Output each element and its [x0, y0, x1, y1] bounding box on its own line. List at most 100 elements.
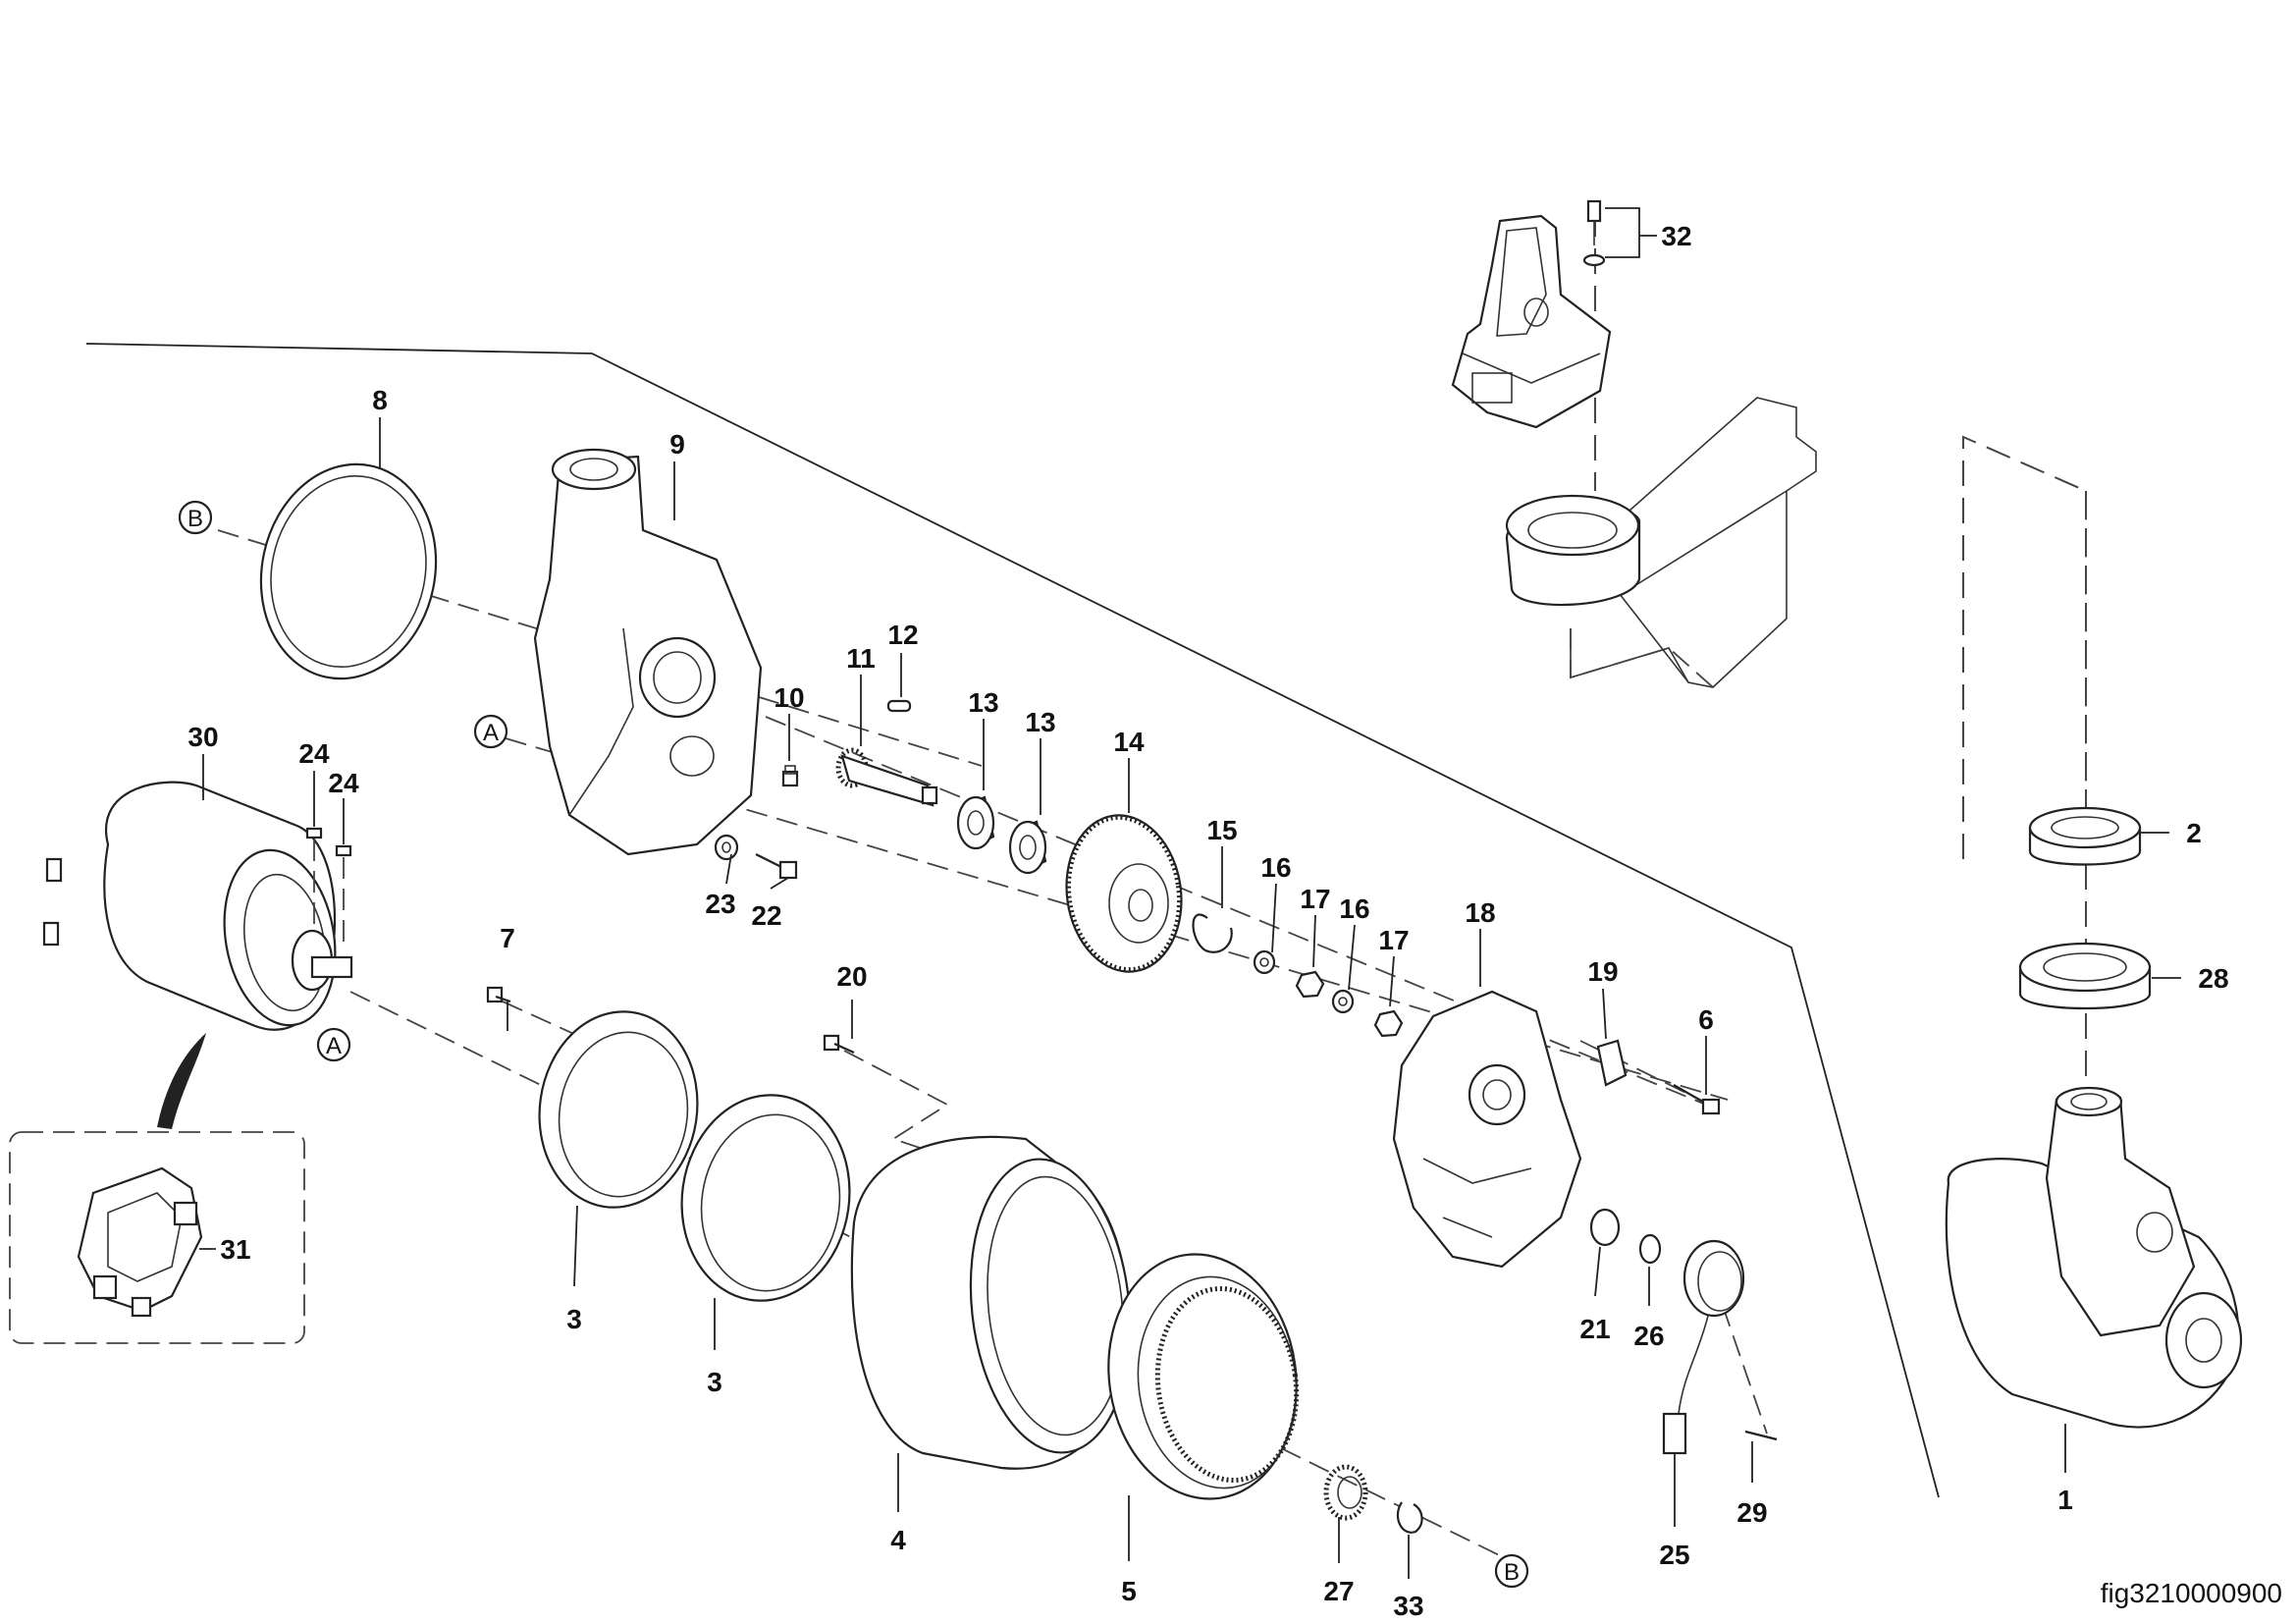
spacer-part-13b: [1008, 820, 1047, 875]
ring-part-26: [1638, 1233, 1662, 1265]
callout-9: 9: [669, 429, 685, 460]
callout-25: 25: [1659, 1540, 1689, 1570]
callout-24-second: 24: [328, 768, 359, 798]
nut-part-17b: [1373, 1009, 1404, 1038]
bolt-part-22: [755, 853, 798, 880]
gear-housing-part-9: [533, 448, 763, 856]
callout-33: 33: [1393, 1591, 1423, 1621]
retaining-ring-part-15: [1192, 913, 1233, 953]
callout-20: 20: [836, 961, 867, 992]
figure-id-label: fig3210000900: [2101, 1578, 2282, 1608]
drum-part-4: [850, 1135, 1132, 1470]
bearing-part-2: [2028, 806, 2142, 866]
mount-bracket-part: [1451, 214, 1612, 429]
screw-part-32: [1582, 199, 1606, 267]
callout-10: 10: [774, 682, 804, 713]
drive-unit-assembly-part-1: [1945, 1086, 2243, 1429]
callout-4: 4: [890, 1525, 906, 1555]
key-part-24b: [335, 844, 352, 857]
callout-32: 32: [1661, 221, 1691, 251]
seal-ring-part-3a: [538, 1010, 699, 1209]
mount-bracket-dash: [1962, 435, 2087, 859]
axis-shaft: [765, 716, 1719, 1110]
cover-plate-part-18: [1392, 990, 1582, 1269]
callout-31: 31: [220, 1234, 250, 1265]
callout-15: 15: [1206, 815, 1237, 845]
callout-8: 8: [372, 385, 388, 415]
callout-19: 19: [1587, 956, 1618, 987]
callout-17-second: 17: [1378, 925, 1409, 955]
callout-21: 21: [1579, 1314, 1610, 1344]
callout-3-second: 3: [707, 1367, 722, 1397]
callout-16-first: 16: [1260, 852, 1291, 883]
gear-part-14: [1065, 814, 1183, 973]
spacer-part-13a: [956, 795, 995, 850]
washer-part-16b: [1331, 989, 1355, 1014]
callout-14: 14: [1113, 727, 1145, 757]
callout-30: 30: [187, 722, 218, 752]
washer-part-16a-hole: [1259, 957, 1269, 967]
seal-ring-part-3b: [680, 1094, 851, 1302]
callout-5: 5: [1121, 1576, 1137, 1606]
bracket-part-19: [1596, 1039, 1628, 1087]
reference-mark-a-upper: A: [473, 714, 508, 749]
bolt-part-10: [781, 765, 799, 787]
washer-part-16a: [1253, 949, 1276, 975]
o-ring-part-21: [1589, 1208, 1621, 1247]
clip-part-33: [1396, 1501, 1423, 1534]
sensor-part-25: [1662, 1239, 1745, 1455]
callout-26: 26: [1633, 1321, 1664, 1351]
pinion-shaft-part-11: [835, 747, 938, 807]
frame-outline: [1570, 397, 1817, 688]
reference-mark-b-upper: B: [178, 500, 213, 535]
callout-13-second: 13: [1025, 707, 1055, 737]
screw-part-6: [1673, 1084, 1721, 1115]
section-boundary-line: [85, 343, 1940, 1498]
callout-13-first: 13: [968, 687, 998, 718]
reference-mark-b-lower: B: [1494, 1553, 1529, 1589]
detail-inset-box: [9, 1033, 305, 1344]
axis-sensor-29: [1722, 1305, 1768, 1435]
reference-mark-b-lower-label: B: [1504, 1559, 1520, 1586]
reference-mark-a-lower: A: [316, 1027, 351, 1062]
motor-part-30: [42, 781, 353, 1031]
reference-mark-a-upper-label: A: [483, 720, 499, 746]
callout-2: 2: [2186, 818, 2202, 848]
leader-lines: [199, 207, 2181, 1579]
inset-arrow-icon: [157, 1033, 206, 1129]
pin-part-20: [823, 1034, 855, 1055]
callout-16-second: 16: [1339, 893, 1369, 924]
callout-6: 6: [1698, 1004, 1714, 1035]
callout-labels: 1 2 3 3 4 5 6 7 8 9 10 11 12 13 13 14 15…: [187, 221, 2228, 1621]
washer-part-16b-hole: [1338, 997, 1348, 1006]
pin-part-29: [1744, 1430, 1778, 1441]
callout-22: 22: [751, 900, 781, 931]
nut-part-17a: [1295, 970, 1325, 999]
callout-11: 11: [846, 643, 876, 674]
collar-ring: [1505, 494, 1641, 607]
callout-12: 12: [887, 620, 918, 650]
callout-27: 27: [1323, 1576, 1354, 1606]
washer-part-23: [714, 834, 739, 861]
reference-mark-a-lower-label: A: [326, 1033, 342, 1059]
pin-part-7: [486, 986, 511, 1003]
washer-part-23-hole: [721, 841, 731, 853]
callout-1: 1: [2057, 1485, 2073, 1515]
callout-18: 18: [1465, 897, 1495, 928]
callout-29: 29: [1736, 1497, 1767, 1528]
callout-7: 7: [500, 923, 515, 953]
key-part-24a: [305, 827, 323, 839]
pinion-part-27: [1323, 1464, 1368, 1521]
callout-24-first: 24: [298, 738, 330, 769]
callout-17-first: 17: [1300, 884, 1330, 914]
axis-pin-20: [843, 1050, 949, 1150]
ring-gear-part-5: [1107, 1253, 1300, 1500]
callout-28: 28: [2198, 963, 2228, 994]
brush-holder-part-31: [77, 1166, 203, 1318]
bearing-part-28: [2018, 942, 2152, 1010]
callout-3-first: 3: [566, 1304, 582, 1334]
key-part-12: [886, 699, 912, 713]
o-ring-part-8: [259, 462, 438, 680]
